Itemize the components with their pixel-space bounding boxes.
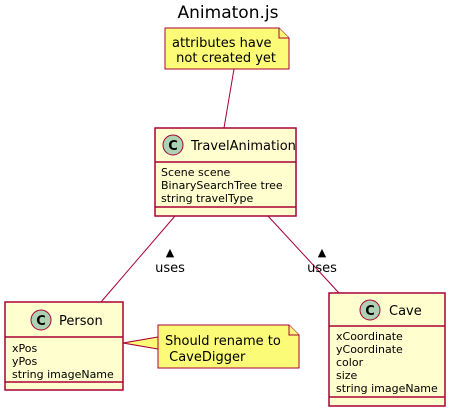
attribute: string travelType: [161, 192, 253, 205]
class-person: C Person xPos yPos string imageName: [4, 301, 124, 391]
attribute: yPos: [12, 355, 37, 368]
note-attributes: attributes have not created yet: [164, 27, 290, 70]
relation-line-cave: [267, 215, 340, 294]
note-attributes-line-2: not created yet: [172, 51, 276, 66]
relation-arrow-left: ▲: [166, 246, 175, 259]
attribute: xPos: [12, 342, 37, 355]
class-travel-animation: C TravelAnimation Scene scene BinarySear…: [154, 127, 297, 217]
class-name-person: Person: [59, 314, 103, 329]
class-icon-letter: C: [365, 304, 375, 319]
note-rename-line-1: Should rename to: [165, 334, 281, 349]
note-rename-line-2: CaveDigger: [165, 350, 246, 365]
attribute: color: [336, 356, 364, 369]
class-icon: [359, 299, 381, 321]
attribute: xCoordinate: [336, 330, 403, 343]
note-attributes-line-1: attributes have: [172, 36, 272, 51]
class-icon-letter: C: [36, 314, 46, 329]
diagram-title: Animaton.js: [178, 3, 279, 23]
class-icon: [30, 309, 52, 331]
class-icon: [162, 134, 184, 156]
relation-line-person: [100, 215, 176, 303]
relation-arrow-right: ▲: [318, 246, 327, 259]
note-connector-top: [216, 68, 235, 129]
attribute: string imageName: [12, 368, 114, 381]
class-name-cave: Cave: [389, 304, 422, 319]
attribute: Scene scene: [161, 166, 231, 179]
attribute: size: [336, 369, 358, 382]
note-connector-person: [122, 336, 159, 350]
class-name-travel-animation: TravelAnimation: [190, 139, 296, 154]
attribute: string imageName: [336, 382, 438, 395]
relation-label-right: uses: [307, 261, 337, 276]
class-icon-letter: C: [168, 139, 178, 154]
note-rename: Should rename to CaveDigger: [157, 324, 300, 369]
attribute: BinarySearchTree tree: [161, 179, 283, 192]
relation-label-left: uses: [155, 261, 185, 276]
class-cave: C Cave xCoordinate yCoordinate color siz…: [328, 292, 446, 407]
attribute: yCoordinate: [336, 343, 403, 356]
